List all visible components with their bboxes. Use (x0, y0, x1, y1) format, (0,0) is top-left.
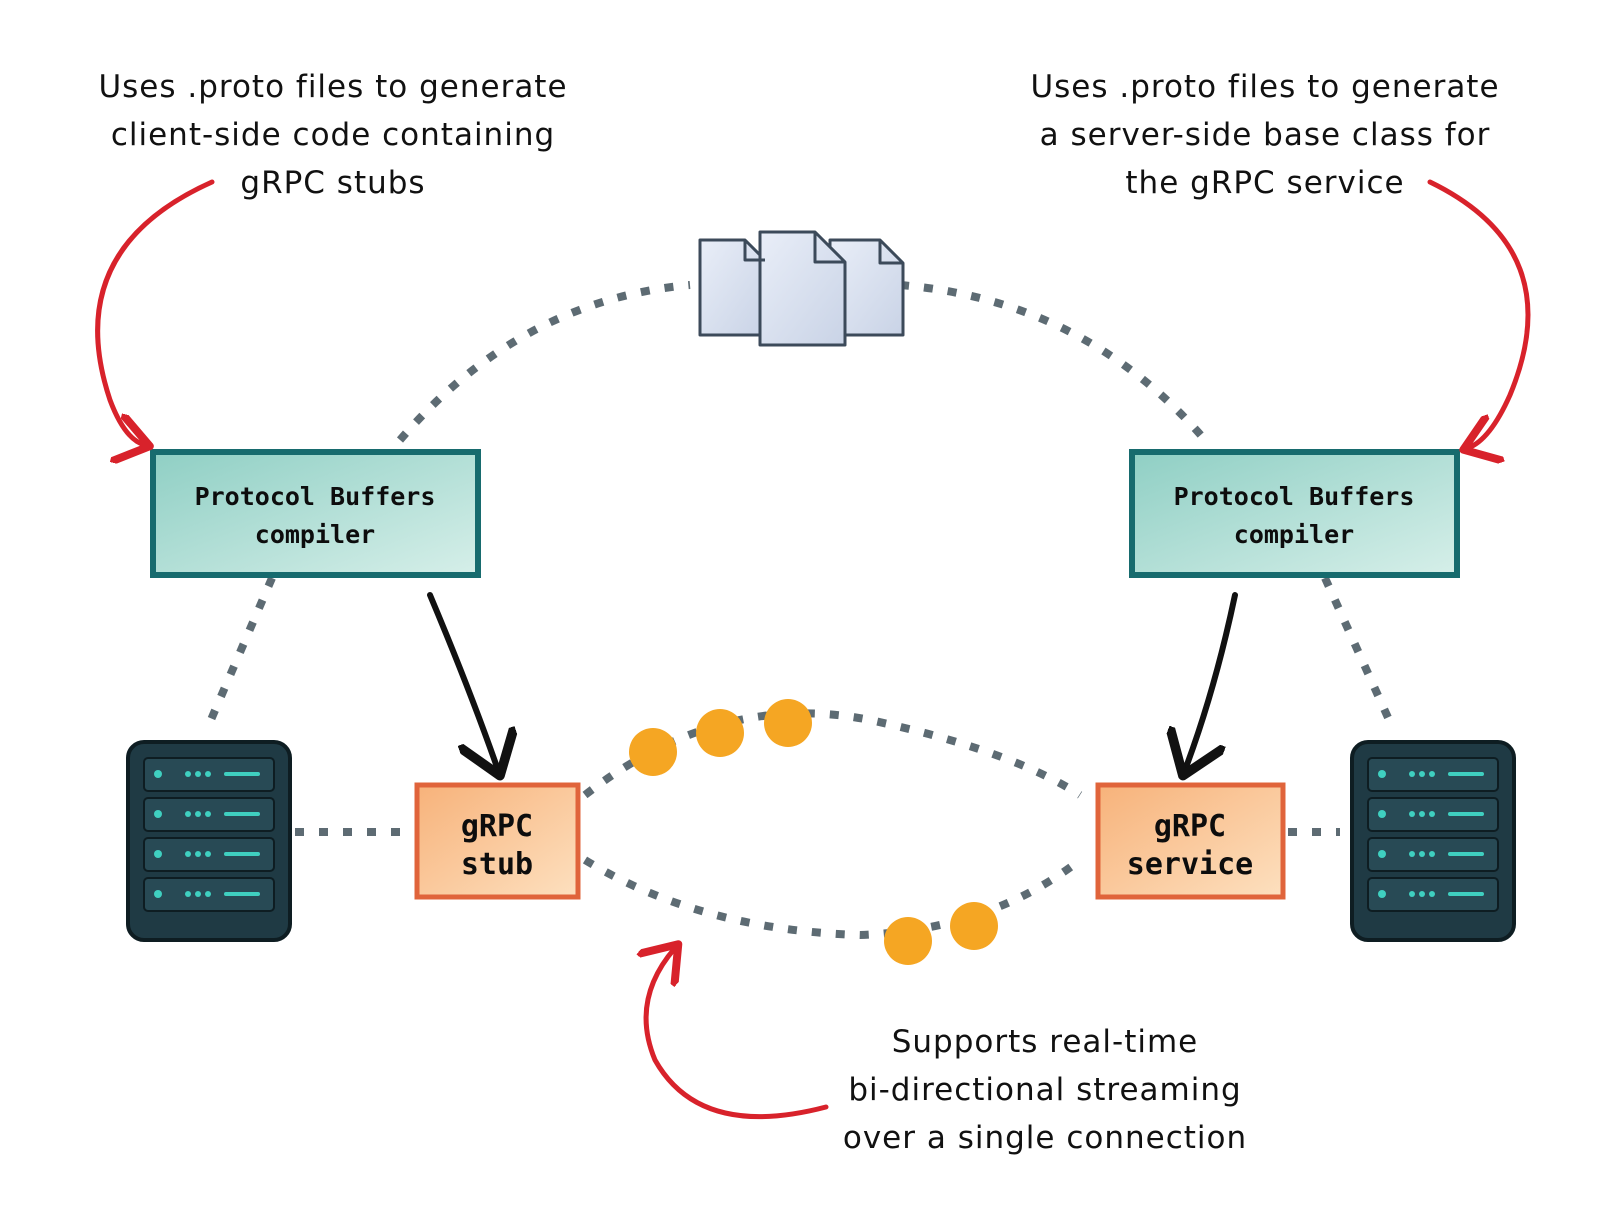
server-rack-icon (1350, 740, 1516, 942)
right-compiler-to-server-line (1321, 576, 1394, 724)
grpc-service-box: gRPC service (1095, 782, 1286, 900)
streaming-note-line2: bi-directional streaming (848, 1072, 1241, 1108)
compiler-right-line1: Protocol Buffers (1174, 482, 1415, 511)
grpc-stub-box: gRPC stub (414, 782, 581, 900)
grpc-service-line2: service (1127, 847, 1253, 882)
compiler-left-line2: compiler (255, 520, 375, 549)
client-note-line1: Uses .proto files to generate (98, 69, 567, 105)
message-dot (950, 902, 998, 950)
streaming-note-arrow (646, 948, 829, 1120)
streaming-note: Supports real-time bi-directional stream… (843, 1024, 1247, 1156)
server-note: Uses .proto files to generate a server-s… (1030, 69, 1499, 201)
compiler-left-line1: Protocol Buffers (195, 482, 436, 511)
document-stack-icon (698, 230, 905, 347)
server-note-line3: the gRPC service (1125, 165, 1404, 201)
server-note-arrow (1427, 179, 1531, 448)
client-note-line3: gRPC stubs (240, 165, 425, 201)
protobuf-compiler-right: Protocol Buffers compiler (1129, 449, 1460, 578)
server-note-line2: a server-side base class for (1040, 117, 1491, 153)
grpc-stub-line1: gRPC (461, 809, 533, 844)
stream-lower-line (582, 856, 1083, 940)
left-compiler-to-server-line (206, 576, 276, 724)
compiler-right-line2: compiler (1234, 520, 1354, 549)
protobuf-compiler-left: Protocol Buffers compiler (150, 449, 481, 578)
message-dot (696, 709, 744, 757)
proto-to-left-compiler-line (396, 281, 691, 443)
server-note-line1: Uses .proto files to generate (1030, 69, 1499, 105)
client-note-arrow (95, 179, 215, 445)
message-dot (629, 728, 677, 776)
message-dot (884, 917, 932, 965)
server-rack-icon (126, 740, 292, 942)
client-note: Uses .proto files to generate client-sid… (98, 69, 567, 201)
client-note-line2: client-side code containing (111, 117, 555, 153)
grpc-service-line1: gRPC (1154, 809, 1226, 844)
compiler-to-service-arrow (1185, 592, 1238, 770)
grpc-stub-line2: stub (461, 847, 533, 882)
streaming-note-line3: over a single connection (843, 1120, 1247, 1156)
message-dot (764, 699, 812, 747)
proto-to-right-compiler-line (899, 281, 1209, 443)
streaming-note-line1: Supports real-time (892, 1024, 1199, 1060)
compiler-to-stub-arrow (427, 592, 498, 770)
